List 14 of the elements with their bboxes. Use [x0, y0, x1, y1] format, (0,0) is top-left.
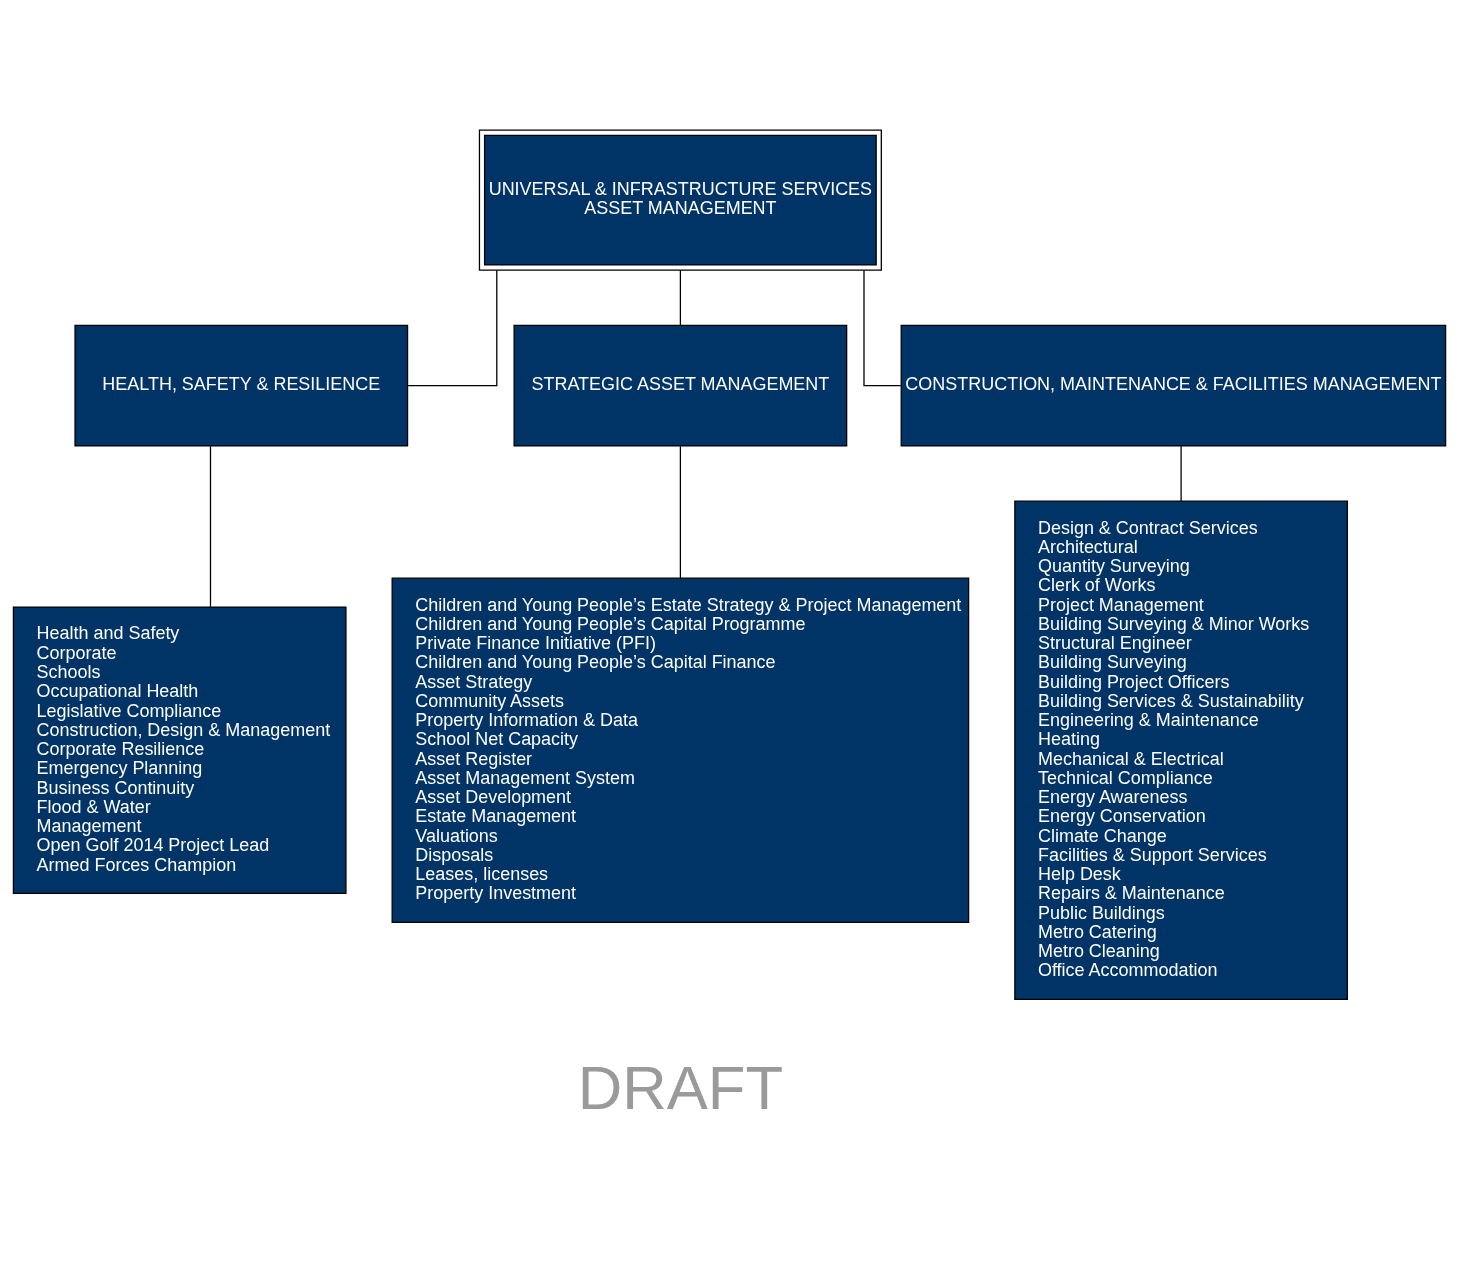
node-box: STRATEGIC ASSET MANAGEMENT [513, 324, 848, 447]
connector [679, 269, 682, 326]
node-box: Children and Young People’s Estate Strategy & Project Management Children and Young People’s Capital Programme Private Finance Initiative (PFI) Children and Young People’s Capital Finance Asset Strategy Community Assets Property Information & Data School Net Capacity Asset Register Asset Management System Asset Development Estate Management Valuations Disposals Leases, licenses Property Investment [391, 577, 970, 923]
node-box: Health and Safety Corporate Schools Occupational Health Legislative Compliance Construction, Design & Management Corporate Resilience Emergency Planning Business Continuity Flood & Water Management Open Golf 2014 Project Lead Armed Forces Champion [12, 606, 347, 895]
connector [863, 269, 902, 387]
node-box: Design & Contract Services Architectural Quantity Surveying Clerk of Works Project Management Building Surveying & Minor Works Structural Engineer Building Surveying Building Project Officers Building Services & Sustainability Engineering & Maintenance Heating Mechanical & Electrical Technical Compliance Energy Awareness Energy Conservation Climate Change Facilities & Support Services Help Desk Repairs & Maintenance Public Buildings Metro Catering Metro Cleaning Office Accommodation [1014, 500, 1349, 1000]
connector [679, 445, 682, 579]
connector [1180, 445, 1182, 502]
connector [209, 445, 212, 608]
connector [407, 269, 498, 387]
node-box: CONSTRUCTION, MAINTENANCE & FACILITIES MANAGEMENT [900, 324, 1447, 447]
label: DRAFT [577, 1052, 784, 1122]
node-box: UNIVERSAL & INFRASTRUCTURE SERVICES ASSET MANAGEMENT [478, 129, 882, 271]
node-box: HEALTH, SAFETY & RESILIENCE [74, 324, 409, 447]
